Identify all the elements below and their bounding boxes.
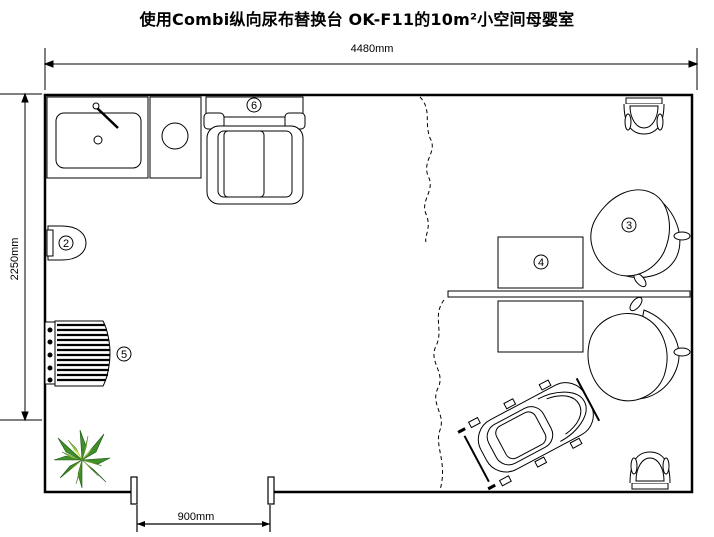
width-label: 4480mm <box>351 43 394 55</box>
depth-dimension <box>0 92 42 422</box>
diaper-changing-table <box>203 96 306 205</box>
baby-stroller <box>457 377 601 491</box>
door-width-label: 900mm <box>178 511 215 523</box>
partition-wall <box>447 290 691 298</box>
marker-6-circle <box>246 97 262 113</box>
page-title: 使用Combi纵向尿布替换台 OK-F11的10m²小空间母婴室 <box>139 10 575 29</box>
width-dimension <box>43 48 699 90</box>
corner-chair-bottom <box>629 451 671 490</box>
side-table <box>497 236 584 353</box>
nursing-chair-upper <box>590 189 691 288</box>
corner-chair-top <box>623 97 665 135</box>
nursing-chair-lower <box>587 296 691 402</box>
curtain-upper <box>419 96 433 243</box>
curtain-lower <box>433 299 445 491</box>
potted-plant <box>53 429 111 489</box>
marker-4-circle <box>533 254 549 270</box>
marker-6-label: 6 <box>251 100 257 112</box>
sink-counter <box>46 96 149 179</box>
folding-seat <box>44 320 111 387</box>
door-opening <box>130 476 275 532</box>
marker-5-label: 5 <box>121 349 127 361</box>
room-walls <box>43 93 694 494</box>
appliance-box <box>149 96 202 179</box>
marker-5-circle <box>116 346 132 362</box>
marker-3-label: 3 <box>626 220 632 232</box>
marker-3-circle <box>621 217 637 233</box>
marker-4-label: 4 <box>538 257 544 269</box>
marker-2-circle <box>58 235 74 251</box>
depth-label: 2250mm <box>9 238 21 281</box>
marker-2-label: 2 <box>63 238 69 250</box>
